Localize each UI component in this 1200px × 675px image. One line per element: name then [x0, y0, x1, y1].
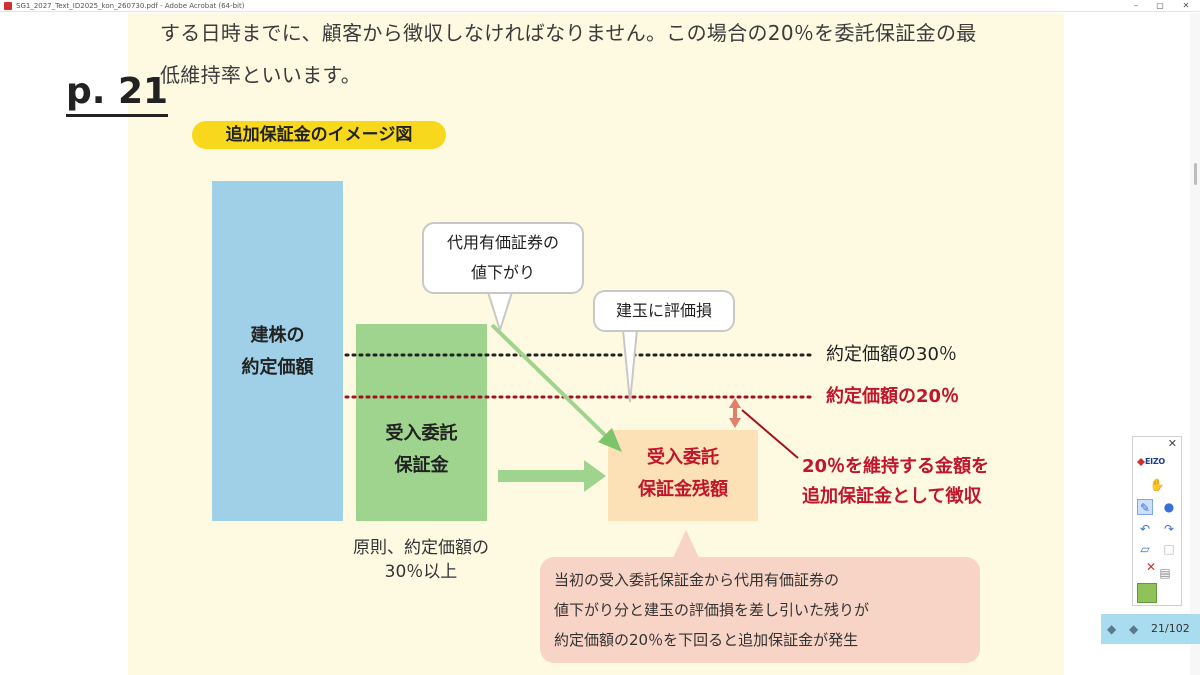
gap-arrow-down [729, 418, 741, 428]
callout-2-tail [621, 329, 639, 403]
remaining-deposit-label-line-1: 受入委託 [647, 447, 719, 468]
prev-page-icon[interactable]: ◆ [1107, 622, 1117, 636]
line-30-label: 約定価額の30％ [826, 344, 957, 365]
app-icon[interactable] [1137, 583, 1157, 603]
deposit-note: 原則、約定価額の 30％以上 [330, 536, 512, 584]
body-text-line-2: 低維持率といいます。 [160, 63, 361, 87]
window-titlebar: SG1_2027_Text_ID2025_kon_260730.pdf - Ad… [0, 0, 1200, 12]
additional-margin-note-line-2: 追加保証金として徴収 [802, 486, 982, 507]
summary-line-1: 当初の受入委託保証金から代用有価証券の [554, 571, 840, 589]
eraser-icon[interactable]: ▱ [1140, 542, 1150, 556]
maximize-button[interactable]: ▢ [1156, 1, 1164, 10]
undo-icon[interactable]: ↶ [1139, 522, 1151, 536]
summary-line-3: 約定価額の20％を下回ると追加保証金が発生 [554, 631, 859, 649]
contract-value-bar [212, 181, 343, 521]
tool-panel-close-button[interactable]: ✕ [1167, 437, 1177, 450]
callout-devaluation-line-2: 値下がり [470, 263, 535, 282]
pen-tool-panel: ✕ EIZO ✋ ✎ ● ↶ ↷ ▱ □ ✕ ▤ [1132, 436, 1182, 606]
contract-value-label-line-2: 約定価額 [241, 357, 314, 378]
line-20-label: 約定価額の20％ [826, 386, 960, 407]
close-window-button[interactable]: ✕ [1182, 1, 1190, 10]
acrobat-app-icon [4, 2, 12, 10]
eizo-logo: EIZO [1137, 457, 1167, 471]
clear-page-icon[interactable]: ▤ [1159, 566, 1171, 580]
summary-box: 当初の受入委託保証金から代用有価証券の 値下がり分と建玉の評価損を差し引いた残り… [540, 557, 980, 663]
eizo-logo-text: EIZO [1145, 457, 1165, 466]
callout-valuation-loss: 建玉に評価損 [593, 290, 735, 332]
devaluation-arrowhead [598, 428, 622, 452]
dot-icon[interactable]: ● [1163, 500, 1175, 514]
page-number-tag: p. 21 [66, 72, 169, 117]
callout-devaluation-line-1: 代用有価証券の [446, 233, 559, 252]
square-icon[interactable]: □ [1163, 542, 1175, 556]
hand-icon[interactable]: ✋ [1149, 478, 1165, 492]
page-count-text: 21/102 [1151, 622, 1190, 635]
remaining-deposit-label: 受入委託 保証金残額 [608, 442, 758, 506]
pen-icon[interactable]: ✎ [1137, 499, 1153, 515]
figure-title-label: 追加保証金のイメージ図 [192, 121, 446, 149]
summary-line-2: 値下がり分と建玉の評価損を差し引いた残りが [554, 601, 870, 619]
deposit-to-remaining-arrow-body [498, 470, 584, 482]
deposit-to-remaining-arrowhead [584, 460, 606, 492]
minimize-button[interactable]: – [1134, 1, 1138, 10]
eizo-logo-icon [1137, 457, 1145, 466]
additional-margin-note-line-1: 20％を維持する金額を [802, 456, 990, 477]
gap-arrow-up [729, 398, 741, 408]
callout-devaluation: 代用有価証券の 値下がり [422, 222, 584, 294]
callout-1-tail [486, 291, 514, 334]
contract-value-label: 建株の 約定価額 [212, 320, 343, 384]
deposit-label-line-2: 保証金 [394, 455, 449, 476]
remaining-deposit-box [608, 430, 758, 521]
clear-icon[interactable]: ✕ [1145, 560, 1157, 574]
deposit-note-line-2: 30％以上 [384, 562, 458, 582]
deposit-note-line-1: 原則、約定価額の [353, 538, 489, 558]
vertical-scrollbar[interactable] [1190, 13, 1200, 675]
window-title: SG1_2027_Text_ID2025_kon_260730.pdf - Ad… [16, 2, 245, 10]
scrollbar-thumb[interactable] [1194, 163, 1197, 185]
devaluation-arrow [490, 323, 610, 440]
red-pointer-line [741, 409, 799, 459]
remaining-deposit-label-line-2: 保証金残額 [638, 479, 728, 500]
deposit-label: 受入委託 保証金 [356, 418, 487, 482]
page-indicator: ◆ ◆ 21/102 [1101, 614, 1200, 644]
contract-value-label-line-1: 建株の [250, 325, 305, 346]
additional-margin-note: 20％を維持する金額を 追加保証金として徴収 [802, 452, 989, 512]
deposit-label-line-1: 受入委託 [385, 423, 458, 444]
pink-box-tail [672, 530, 700, 560]
deposit-bar [356, 324, 487, 521]
redo-icon[interactable]: ↷ [1163, 522, 1175, 536]
body-text-line-1: する日時までに、顧客から徴収しなければなりません。この場合の20％を委託保証金の… [160, 21, 977, 45]
next-page-icon[interactable]: ◆ [1129, 622, 1139, 636]
